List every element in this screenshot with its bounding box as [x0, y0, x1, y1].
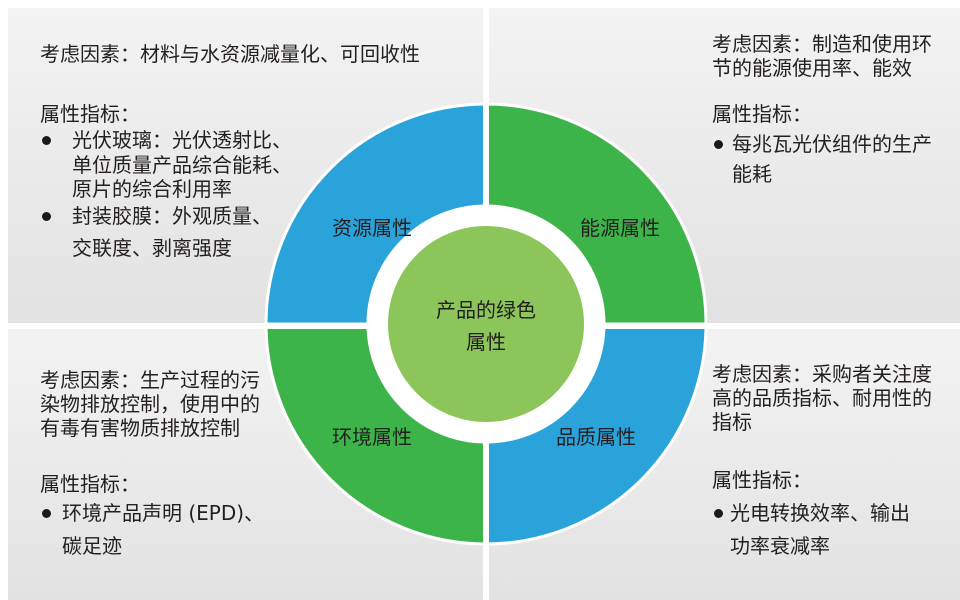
- energy-indicator-heading: 属性指标：: [712, 102, 812, 126]
- center-label-line: 产品的绿色: [436, 298, 536, 322]
- center-label: 产品的绿色 属性: [436, 294, 536, 358]
- environment-factor-line: 有毒有害物质排放控制: [40, 416, 240, 440]
- quality-factors: 考虑因素：采购者关注度 高的品质指标、耐用性的 指标: [712, 362, 932, 434]
- energy-indicator-line: 能耗: [732, 162, 772, 186]
- quality-factor-line: 考虑因素：采购者关注度: [712, 362, 932, 386]
- environment-indicator-item: 环境产品声明 (EPD)、 碳足迹: [62, 497, 264, 563]
- center-label-line: 属性: [466, 330, 506, 354]
- quality-indicator-line: 功率衰减率: [730, 534, 830, 558]
- energy-indicator-item: 每兆瓦光伏组件的生产 能耗: [732, 129, 932, 189]
- bullet-icon: [41, 211, 51, 221]
- bullet-icon: [713, 509, 723, 518]
- quality-factor-line: 高的品质指标、耐用性的: [712, 386, 932, 410]
- resource-indicator-line: 光伏玻璃：光伏透射比、: [72, 128, 292, 152]
- resource-indicator-line: 单位质量产品综合能耗、: [72, 152, 292, 177]
- resource-indicator-item: 封装胶膜：外观质量、 交联度、剥离强度: [72, 200, 272, 264]
- energy-indicator-line: 每兆瓦光伏组件的生产: [732, 132, 932, 156]
- segment-label-quality: 品质属性: [556, 425, 636, 449]
- resource-indicator-line: 原片的综合利用率: [72, 177, 232, 201]
- segment-label-energy: 能源属性: [580, 216, 660, 240]
- segment-label-environment: 环境属性: [332, 425, 412, 449]
- quality-indicator-line: 光电转换效率、输出: [730, 501, 910, 525]
- resource-indicator-line: 封装胶膜：外观质量、: [72, 204, 272, 228]
- quality-indicator-item: 光电转换效率、输出 功率衰减率: [730, 497, 910, 563]
- energy-factors: 考虑因素：制造和使用环 节的能源使用率、能效: [712, 32, 932, 80]
- quality-indicator-heading: 属性指标：: [712, 468, 812, 492]
- environment-indicator-line: 碳足迹: [62, 534, 122, 558]
- environment-factors: 考虑因素：生产过程的污 染物排放控制，使用中的 有毒有害物质排放控制: [40, 368, 260, 440]
- energy-factor-line: 考虑因素：制造和使用环: [712, 32, 932, 56]
- environment-indicator-line: 环境产品声明 (EPD)、: [62, 501, 265, 525]
- resource-indicator-item: 光伏玻璃：光伏透射比、 单位质量产品综合能耗、 原片的综合利用率: [72, 128, 292, 202]
- resource-factor-line: 考虑因素：材料与水资源减量化、可回收性: [40, 42, 420, 66]
- center-circle: [388, 226, 584, 422]
- resource-indicator-line: 交联度、剥离强度: [72, 236, 232, 260]
- segment-label-resource: 资源属性: [332, 216, 412, 240]
- resource-factors: 考虑因素：材料与水资源减量化、可回收性: [40, 42, 420, 66]
- environment-factor-line: 考虑因素：生产过程的污: [40, 368, 260, 392]
- bullet-icon: [41, 509, 51, 518]
- bullet-icon: [41, 135, 51, 145]
- environment-factor-line: 染物排放控制，使用中的: [40, 392, 260, 416]
- resource-indicator-heading: 属性指标：: [40, 102, 140, 126]
- energy-factor-line: 节的能源使用率、能效: [712, 56, 912, 80]
- bullet-icon: [713, 139, 723, 149]
- quality-factor-line: 指标: [712, 410, 752, 434]
- environment-indicator-heading: 属性指标：: [40, 472, 140, 496]
